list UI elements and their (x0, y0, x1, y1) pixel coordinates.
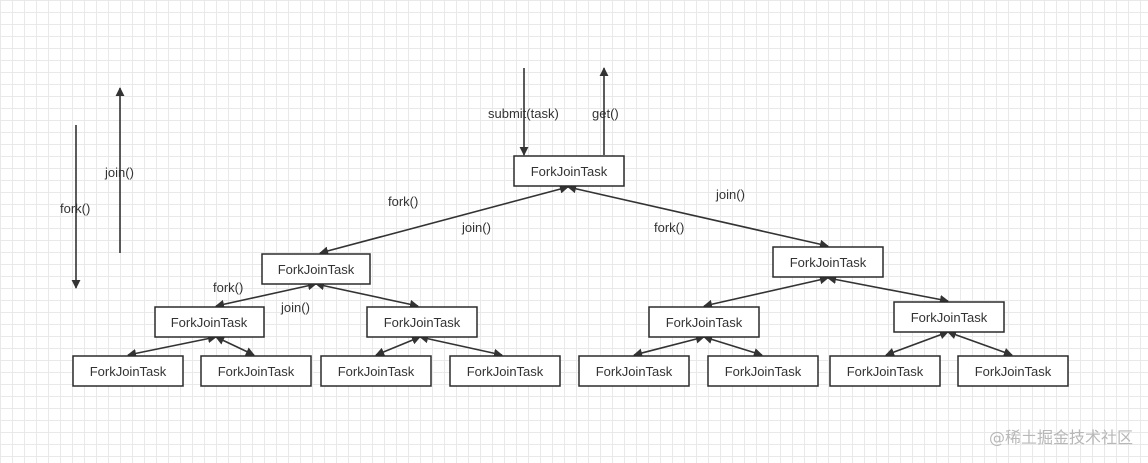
node-leaf-3: ForkJoinTask (320, 355, 432, 387)
edge-l1a-leaf1 (127, 334, 217, 358)
node-level1-left: ForkJoinTask (261, 253, 371, 285)
node-leaf-1: ForkJoinTask (72, 355, 184, 387)
node-leaf-5: ForkJoinTask (578, 355, 690, 387)
edge-label-fork-root-right: fork() (654, 220, 684, 235)
node-label: ForkJoinTask (847, 364, 924, 379)
edge-root-l1 (319, 184, 569, 256)
edge-label-join-l1: join() (280, 300, 310, 315)
node-label: ForkJoinTask (596, 364, 673, 379)
node-label: ForkJoinTask (278, 262, 355, 277)
node-label: ForkJoinTask (666, 315, 743, 330)
node-root: ForkJoinTask (513, 155, 625, 187)
node-leaf-6: ForkJoinTask (707, 355, 819, 387)
node-leaf-8: ForkJoinTask (957, 355, 1069, 387)
node-level2-c: ForkJoinTask (648, 306, 760, 338)
node-label: ForkJoinTask (338, 364, 415, 379)
node-level2-d: ForkJoinTask (893, 301, 1005, 333)
edge-l2b-leaf8 (947, 330, 1013, 357)
legend-join-label: join() (104, 165, 134, 180)
edge-label-fork-l1: fork() (213, 280, 243, 295)
node-label: ForkJoinTask (171, 315, 248, 330)
node-label: ForkJoinTask (790, 255, 867, 270)
legend-fork-label: fork() (60, 201, 90, 216)
node-label: ForkJoinTask (218, 364, 295, 379)
node-label: ForkJoinTask (467, 364, 544, 379)
edge-l1b-leaf4 (419, 334, 503, 358)
edge-root-l2 (567, 184, 829, 249)
node-label: ForkJoinTask (911, 310, 988, 325)
node-label: ForkJoinTask (531, 164, 608, 179)
get-label: get() (592, 106, 619, 121)
edges (127, 184, 1013, 358)
node-label: ForkJoinTask (975, 364, 1052, 379)
edge-l2-l2a (703, 275, 829, 309)
node-level2-b: ForkJoinTask (366, 306, 478, 338)
node-label: ForkJoinTask (90, 364, 167, 379)
edge-l1a-leaf2 (215, 336, 255, 356)
edge-label-join-root-left: join() (461, 220, 491, 235)
watermark-text: @稀土掘金技术社区 (989, 428, 1133, 447)
node-leaf-4: ForkJoinTask (449, 355, 561, 387)
edge-label-fork-root-left: fork() (388, 194, 418, 209)
node-leaf-2: ForkJoinTask (200, 355, 312, 387)
edge-l1-l1b (315, 281, 419, 309)
edge-l2a-leaf6 (703, 335, 763, 357)
submit-label: submit(task) (488, 106, 559, 121)
node-level1-right: ForkJoinTask (772, 246, 884, 278)
node-label: ForkJoinTask (384, 315, 461, 330)
node-leaf-7: ForkJoinTask (829, 355, 941, 387)
node-level2-a: ForkJoinTask (154, 306, 265, 338)
edge-l2-l2b (827, 275, 949, 304)
edge-l2b-leaf7 (885, 330, 949, 357)
edge-l1-l1a (215, 281, 317, 309)
edge-label-join-root-right: join() (715, 187, 745, 202)
edge-l2a-leaf5 (633, 334, 705, 358)
edge-l1b-leaf3 (375, 335, 421, 357)
node-label: ForkJoinTask (725, 364, 802, 379)
